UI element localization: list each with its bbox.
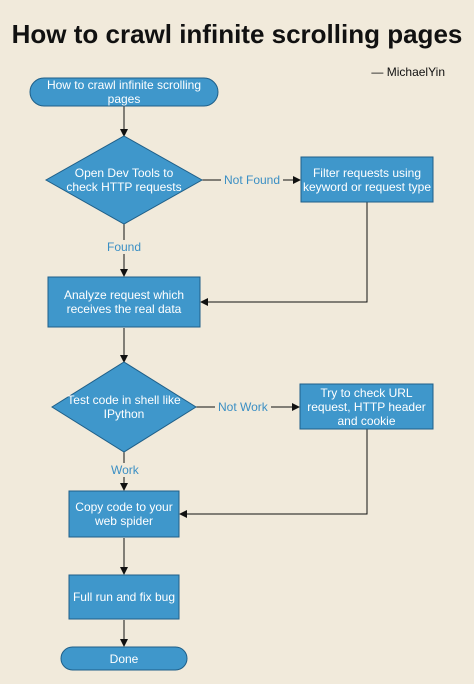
decision-dev-tools-label: Open Dev Tools to check HTTP requests <box>66 166 182 194</box>
edge-label-work: Work <box>108 463 142 477</box>
analyze-request-label: Analyze request which receives the real … <box>63 288 185 316</box>
filter-requests-label: Filter requests using keyword or request… <box>302 165 432 194</box>
process-filter-requests <box>300 156 434 203</box>
full-run-label: Full run and fix bug <box>72 590 176 604</box>
decision-test-code-label: Test code in shell like IPython <box>67 393 181 421</box>
edge-check-to-copy <box>179 429 368 518</box>
edge-filter-to-analyze <box>200 202 368 306</box>
start-node <box>29 77 219 107</box>
end-node-label: Done <box>109 651 139 666</box>
author-credit: — MichaelYin <box>371 65 445 79</box>
process-analyze-request <box>47 276 201 328</box>
end-node <box>60 646 188 671</box>
edge-label-not-work: Not Work <box>215 400 271 414</box>
copy-code-label: Copy code to your web spider <box>75 500 173 528</box>
edge-label-not-found: Not Found <box>221 173 284 187</box>
process-copy-code <box>68 490 180 538</box>
process-full-run <box>68 574 180 620</box>
decision-dev-tools <box>44 135 204 225</box>
check-url-label: Try to check URL request, HTTP header an… <box>307 385 426 428</box>
diagram-title: How to crawl infinite scrolling pages <box>11 19 463 49</box>
decision-test-code <box>51 361 197 453</box>
start-node-label: How to crawl infinite scrolling pages <box>46 78 202 106</box>
process-check-url <box>299 383 434 430</box>
edge-label-found: Found <box>104 240 145 254</box>
